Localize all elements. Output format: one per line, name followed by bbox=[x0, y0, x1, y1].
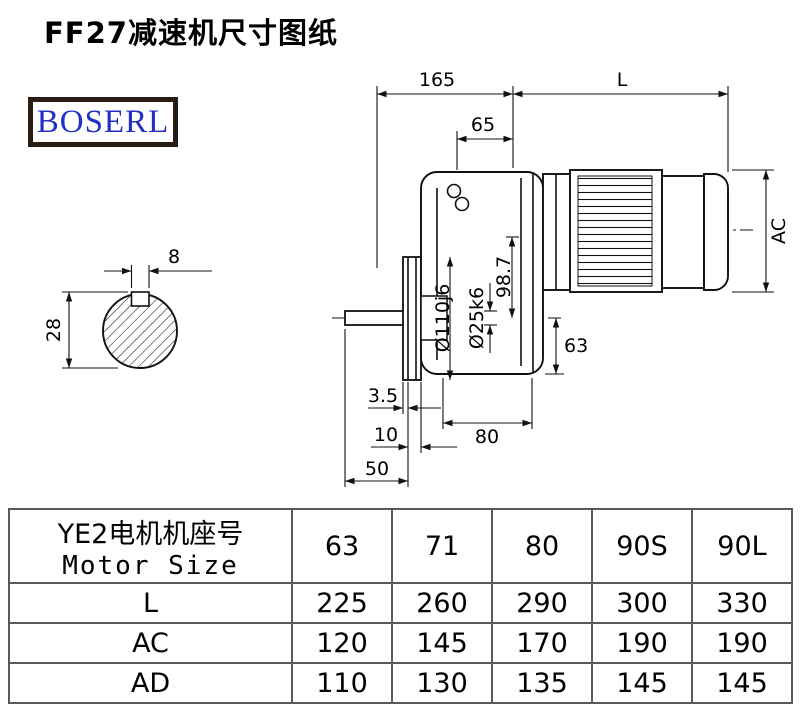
shaft-cross-section-view: 8 28 bbox=[43, 246, 212, 369]
table-cell: 190 bbox=[691, 622, 793, 664]
output-flange bbox=[402, 256, 422, 381]
table-cell: 130 bbox=[391, 662, 493, 704]
row-label: AC bbox=[8, 622, 293, 664]
dimension-table: YE2电机机座号 Motor Size 63 71 80 90S 90L L 2… bbox=[8, 508, 793, 704]
table-cell: 260 bbox=[391, 582, 493, 624]
bolt-hole bbox=[454, 196, 470, 212]
table-cell: 330 bbox=[691, 582, 793, 624]
table-cell: 145 bbox=[591, 662, 693, 704]
motor-cooling-fins bbox=[577, 175, 653, 287]
row-label: L bbox=[8, 582, 293, 624]
dim-10-label: 10 bbox=[374, 424, 398, 446]
brand-logo-text: BOSERL bbox=[36, 103, 170, 140]
table-cell: 135 bbox=[491, 662, 593, 704]
dim-AC-label: AC bbox=[768, 218, 790, 244]
table-cell: 120 bbox=[291, 622, 393, 664]
table-cell: 170 bbox=[491, 622, 593, 664]
table-cell: 190 bbox=[591, 622, 693, 664]
row-label: AD bbox=[8, 662, 293, 704]
dim-key-width-label: 8 bbox=[168, 246, 180, 268]
dim-98-7-label: 98.7 bbox=[493, 256, 515, 298]
dim-65-label: 65 bbox=[471, 114, 495, 136]
dim-50-label: 50 bbox=[365, 458, 389, 480]
motor-size-header-cell: YE2电机机座号 Motor Size bbox=[8, 508, 293, 584]
bolt-hole bbox=[446, 183, 462, 199]
motor-size-header-cn: YE2电机机座号 bbox=[57, 518, 244, 550]
table-row-L: L 225 260 290 300 330 bbox=[8, 582, 793, 624]
motor-rear bbox=[661, 175, 705, 289]
dim-key-height-label: 28 bbox=[43, 318, 65, 342]
frame-size-col: 90L bbox=[691, 508, 793, 584]
frame-size-col: 90S bbox=[591, 508, 693, 584]
table-cell: 145 bbox=[391, 622, 493, 664]
motor-size-header-en: Motor Size bbox=[62, 550, 239, 581]
table-row-AC: AC 120 145 170 190 190 bbox=[8, 622, 793, 664]
frame-size-col: 80 bbox=[491, 508, 593, 584]
bearing-hub bbox=[420, 295, 448, 341]
brand-logo: BOSERL bbox=[28, 97, 178, 147]
fan-cover bbox=[703, 173, 729, 291]
table-cell: 300 bbox=[591, 582, 693, 624]
table-header-row: YE2电机机座号 Motor Size 63 71 80 90S 90L bbox=[8, 508, 793, 584]
page-title: FF27减速机尺寸图纸 bbox=[44, 16, 338, 50]
reducer-side-view bbox=[332, 169, 756, 381]
dim-63-label: 63 bbox=[564, 335, 588, 357]
table-cell: 225 bbox=[291, 582, 393, 624]
table-cell: 290 bbox=[491, 582, 593, 624]
dim-165-label: 165 bbox=[419, 69, 455, 91]
dim-shaft-dia-label: Ø25k6 bbox=[466, 287, 488, 349]
frame-size-col: 71 bbox=[391, 508, 493, 584]
table-cell: 145 bbox=[691, 662, 793, 704]
dim-flange-dia-label: Ø110j6 bbox=[432, 284, 454, 353]
dim-3-5-label: 3.5 bbox=[368, 385, 398, 407]
table-row-AD: AD 110 130 135 145 145 bbox=[8, 662, 793, 704]
table-cell: 110 bbox=[291, 662, 393, 704]
dim-80-label: 80 bbox=[475, 426, 499, 448]
dim-L-label: L bbox=[617, 69, 628, 91]
keyway-slot bbox=[130, 291, 150, 307]
dimensions: 165 L 65 AC 63 Ø110j6 Ø25k6 bbox=[344, 69, 790, 487]
frame-size-col: 63 bbox=[291, 508, 393, 584]
output-shaft bbox=[344, 310, 406, 326]
